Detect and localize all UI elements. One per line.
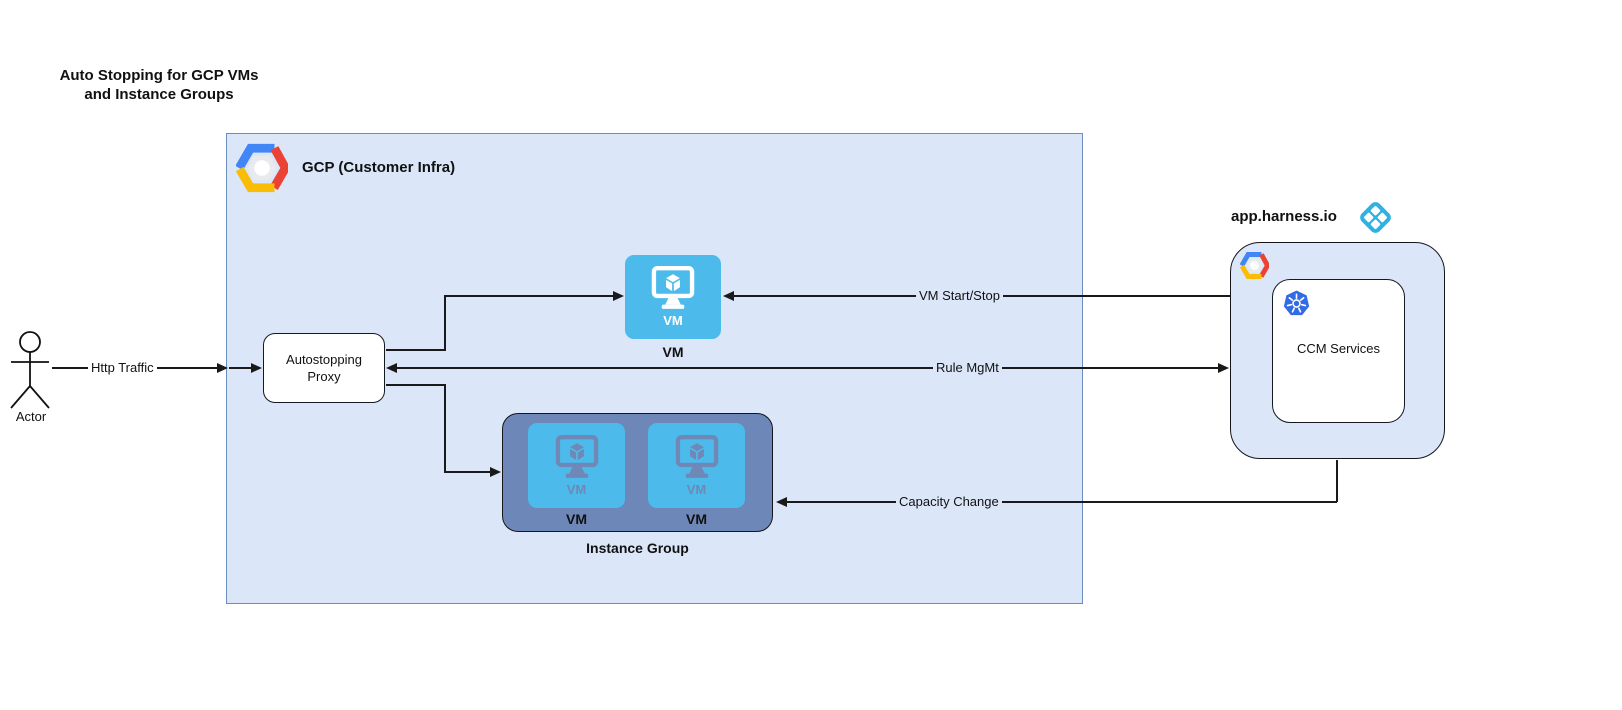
autostopping-proxy-node: Autostopping Proxy: [263, 333, 385, 403]
harness-label: app.harness.io: [1231, 208, 1337, 225]
edge-http-traffic-line2: [229, 367, 252, 369]
actor-label: Actor: [15, 409, 47, 424]
arrowhead-right-icon: [613, 291, 624, 301]
edge-rule-mgmt-label: Rule MgMt: [933, 360, 1002, 375]
diagram-title-line2: and Instance Groups: [84, 86, 234, 103]
vm-tile-label: VM: [686, 481, 707, 497]
harness-logo-icon: [1357, 199, 1394, 236]
arrowhead-right-icon: [1218, 363, 1229, 373]
edge-http-traffic-label: Http Traffic: [88, 360, 157, 375]
vm-monitor-icon: [671, 435, 723, 481]
edge-proxy-ig-seg2: [444, 384, 446, 473]
vm-node: VM: [625, 255, 721, 339]
instance-group-caption: Instance Group: [586, 540, 689, 556]
vm-monitor-icon: [551, 435, 603, 481]
arrowhead-right-icon: [490, 467, 501, 477]
arrowhead-right-icon: [251, 363, 262, 373]
arrowhead-left-icon: [776, 497, 787, 507]
edge-proxy-vm-seg3: [445, 295, 614, 297]
diagram-title-line1: Auto Stopping for GCP VMs: [59, 67, 259, 84]
edge-vm-start-stop-label: VM Start/Stop: [916, 288, 1003, 303]
autostopping-proxy-label: Autostopping Proxy: [286, 352, 362, 384]
kubernetes-logo-icon: [1283, 290, 1310, 316]
gcp-logo-icon-small: [1240, 251, 1269, 280]
edge-proxy-vm-seg1: [386, 349, 445, 351]
edge-proxy-vm-seg2: [444, 295, 446, 351]
gcp-container-label: GCP (Customer Infra): [302, 159, 456, 176]
instance-group-vm-2: VM: [648, 423, 745, 508]
arrowhead-right-icon: [217, 363, 228, 373]
instance-group-vm-1-caption: VM: [566, 511, 587, 527]
instance-group-vm-1: VM: [528, 423, 625, 508]
edge-rule-mgmt-line: [396, 367, 1219, 369]
vm-tile-label: VM: [663, 313, 683, 328]
edge-proxy-ig-seg1: [386, 384, 445, 386]
gcp-logo-icon: [236, 142, 288, 194]
vm-caption: VM: [662, 344, 684, 360]
ccm-services-label: CCM Services: [1296, 341, 1381, 356]
instance-group-vm-2-caption: VM: [686, 511, 707, 527]
arrowhead-left-icon: [386, 363, 397, 373]
edge-capacity-change-seg1: [1336, 460, 1338, 502]
vm-monitor-icon: [647, 266, 699, 312]
arrowhead-left-icon: [723, 291, 734, 301]
vm-tile-label: VM: [566, 481, 587, 497]
actor-icon: [10, 331, 50, 409]
diagram-title: Auto Stopping for GCP VMs and Instance G…: [28, 66, 290, 104]
edge-proxy-ig-seg3: [445, 471, 492, 473]
edge-capacity-change-seg2: [786, 501, 1337, 503]
edge-capacity-change-label: Capacity Change: [896, 494, 1002, 509]
